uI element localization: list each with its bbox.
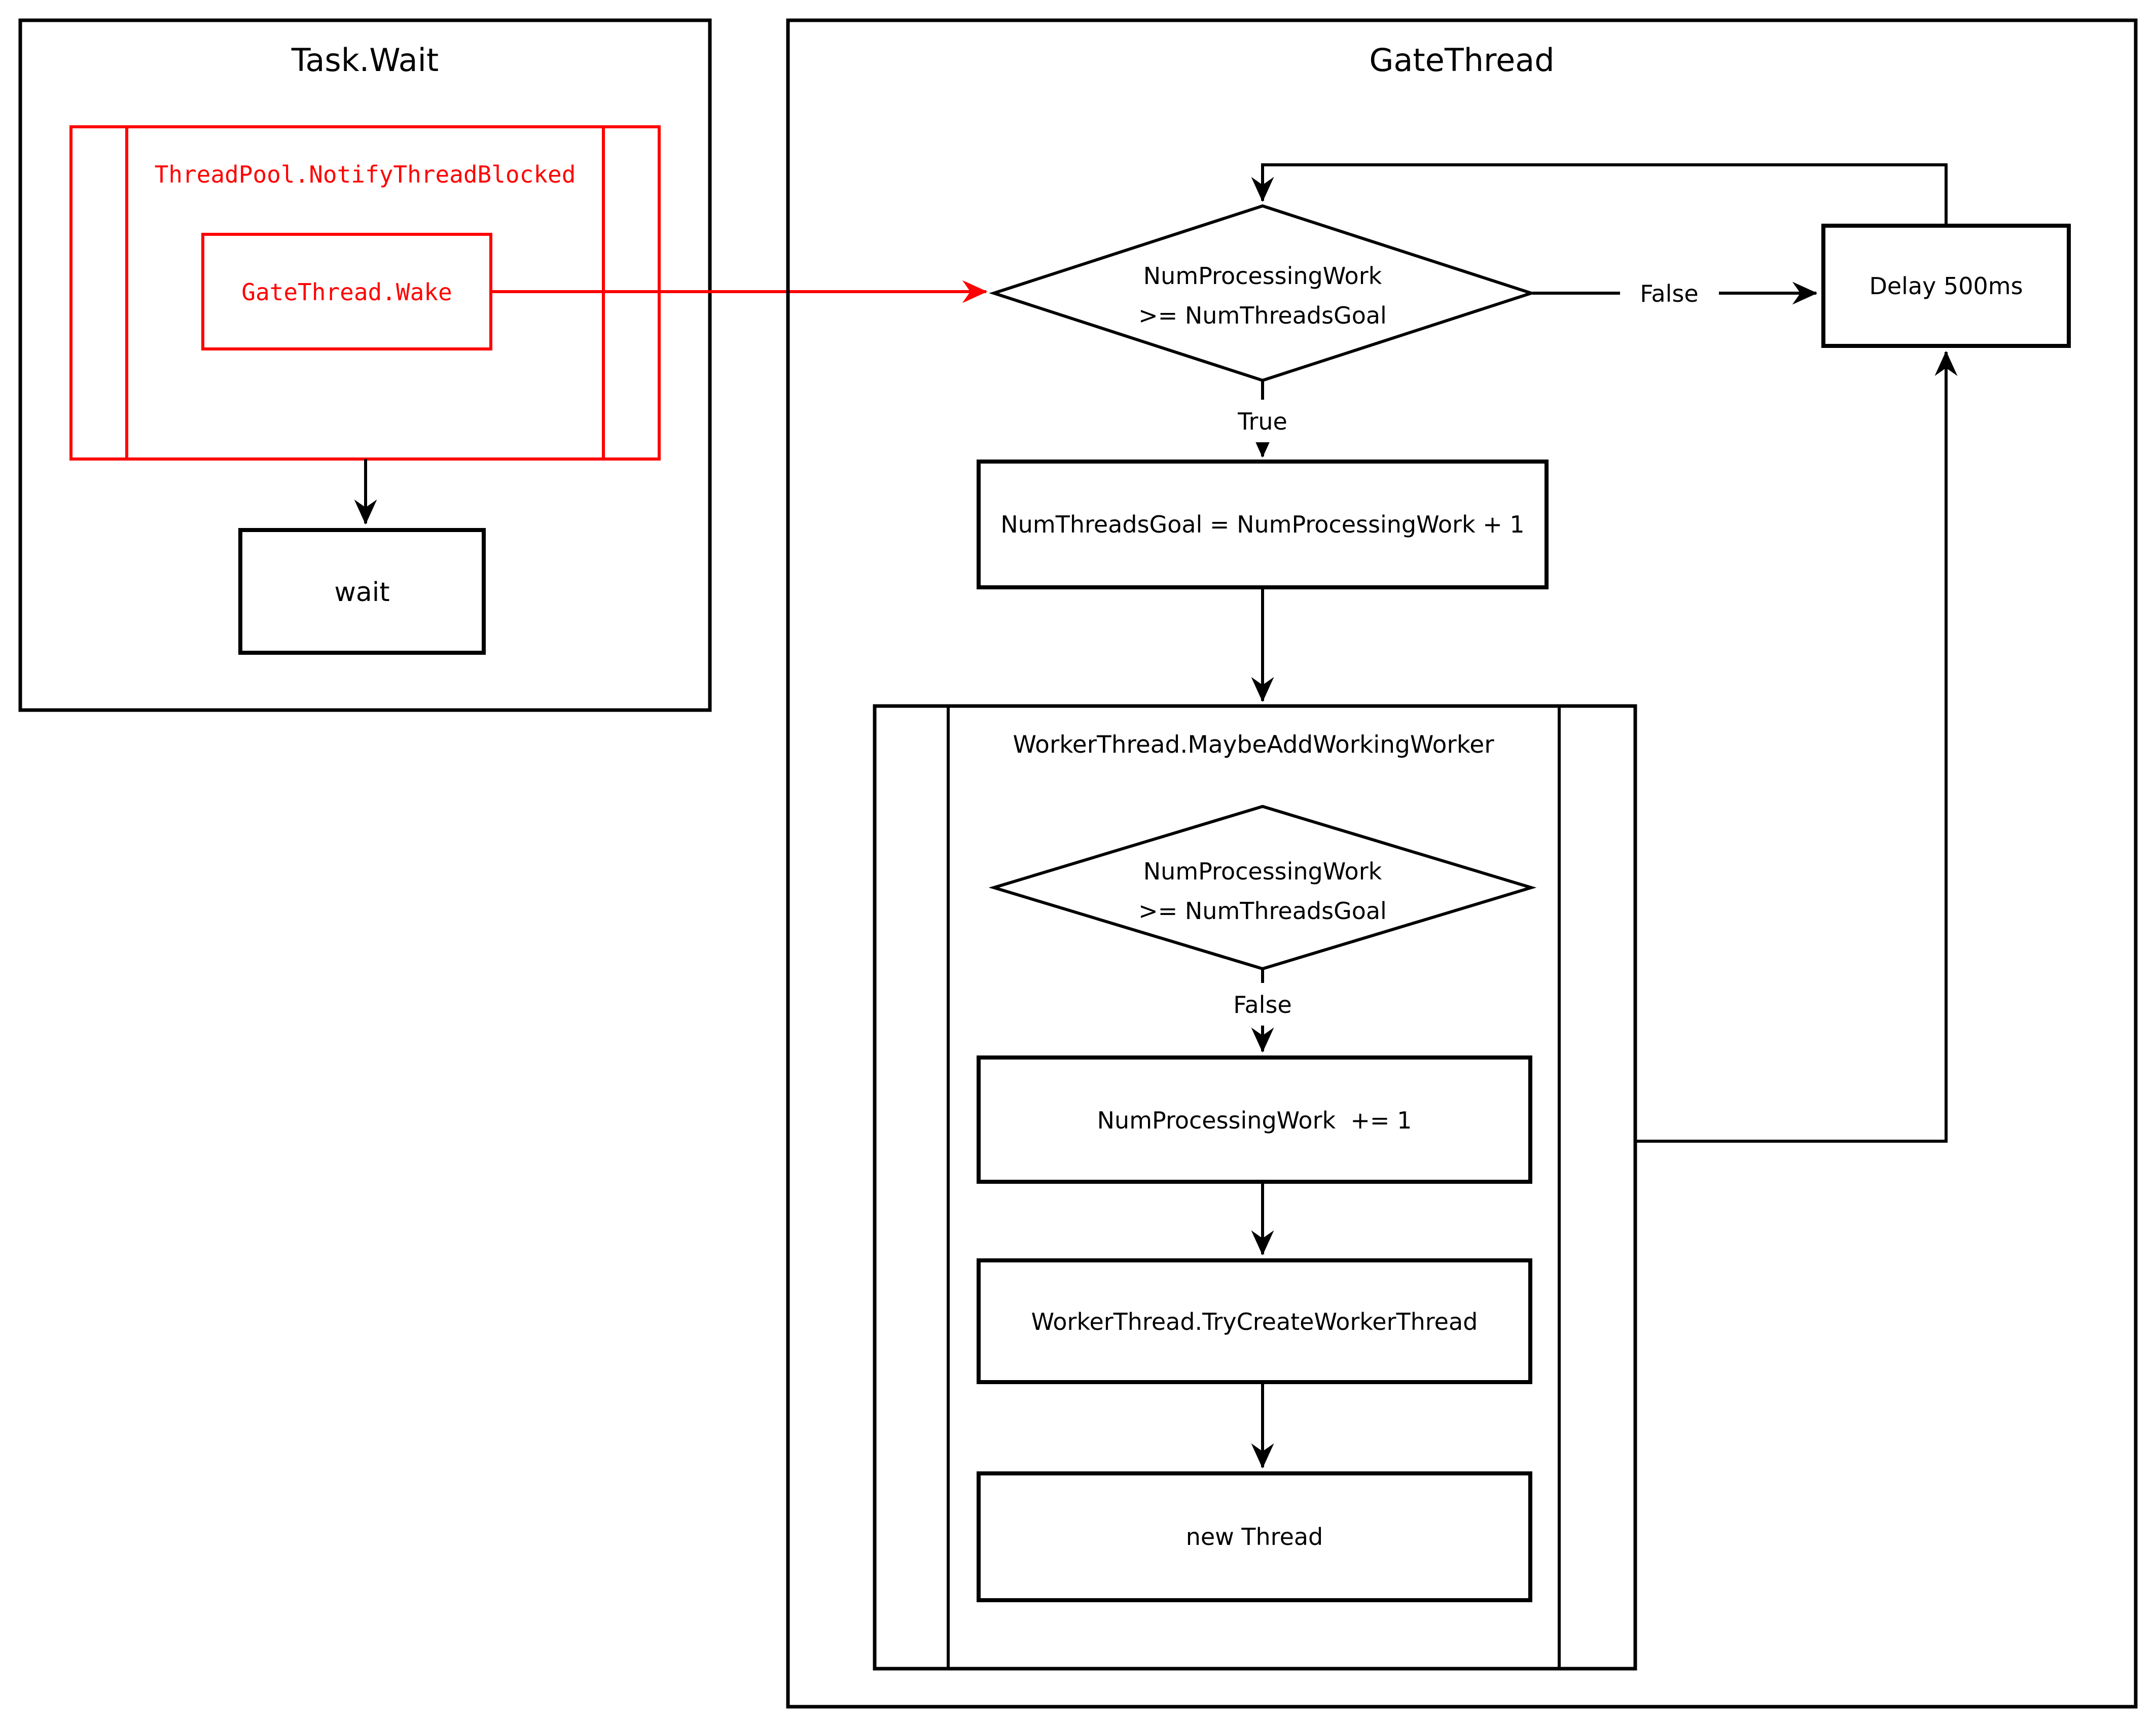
decision-threads-goal-1 xyxy=(989,204,1536,382)
new-thread-label: new Thread xyxy=(1186,1523,1323,1550)
gate-thread-wake-label: GateThread.Wake xyxy=(241,278,452,306)
wait-node xyxy=(238,528,486,655)
delay-label: Delay 500ms xyxy=(1869,272,2023,300)
notify-thread-blocked-label: ThreadPool.NotifyThreadBlocked xyxy=(155,161,576,188)
true-label-bg xyxy=(1231,400,1294,442)
increment-processing-work-label: NumProcessingWork += 1 xyxy=(1097,1107,1412,1134)
try-create-worker-thread-node xyxy=(977,1258,1532,1384)
false-edge-label-1: False xyxy=(1640,280,1698,307)
task-wait-container xyxy=(18,18,712,712)
maybe-add-working-worker-subroutine xyxy=(873,704,1637,1671)
gate-thread-title: GateThread xyxy=(1369,42,1554,79)
delay-node xyxy=(1821,224,2071,348)
set-threads-goal-label: NumThreadsGoal = NumProcessingWork + 1 xyxy=(1000,511,1524,538)
maybe-add-title: WorkerThread.MaybeAddWorkingWorker xyxy=(1013,731,1494,759)
new-thread-node xyxy=(977,1471,1532,1602)
gate-thread-container xyxy=(786,18,2138,1709)
false-label-bg-2 xyxy=(1213,983,1312,1026)
wait-label: wait xyxy=(334,577,389,608)
decision-1-line1: NumProcessingWork xyxy=(1143,262,1382,290)
true-edge-label: True xyxy=(1237,408,1287,435)
false-edge-label-2: False xyxy=(1233,991,1291,1018)
maybe-add-to-delay-edge xyxy=(1635,350,1958,1143)
task-wait-title: Task.Wait xyxy=(291,42,439,79)
increment-processing-work-node xyxy=(977,1055,1532,1184)
decision-threads-goal-2 xyxy=(988,804,1537,971)
decision-2-line2: >= NumThreadsGoal xyxy=(1138,897,1387,925)
set-threads-goal-node xyxy=(977,460,1549,589)
false-label-bg-1 xyxy=(1620,272,1719,314)
try-create-worker-thread-label: WorkerThread.TryCreateWorkerThread xyxy=(1031,1308,1478,1335)
decision-1-line2: >= NumThreadsGoal xyxy=(1138,302,1387,329)
delay-loop-back-edge xyxy=(1251,163,1948,226)
decision-2-line1: NumProcessingWork xyxy=(1143,858,1382,885)
